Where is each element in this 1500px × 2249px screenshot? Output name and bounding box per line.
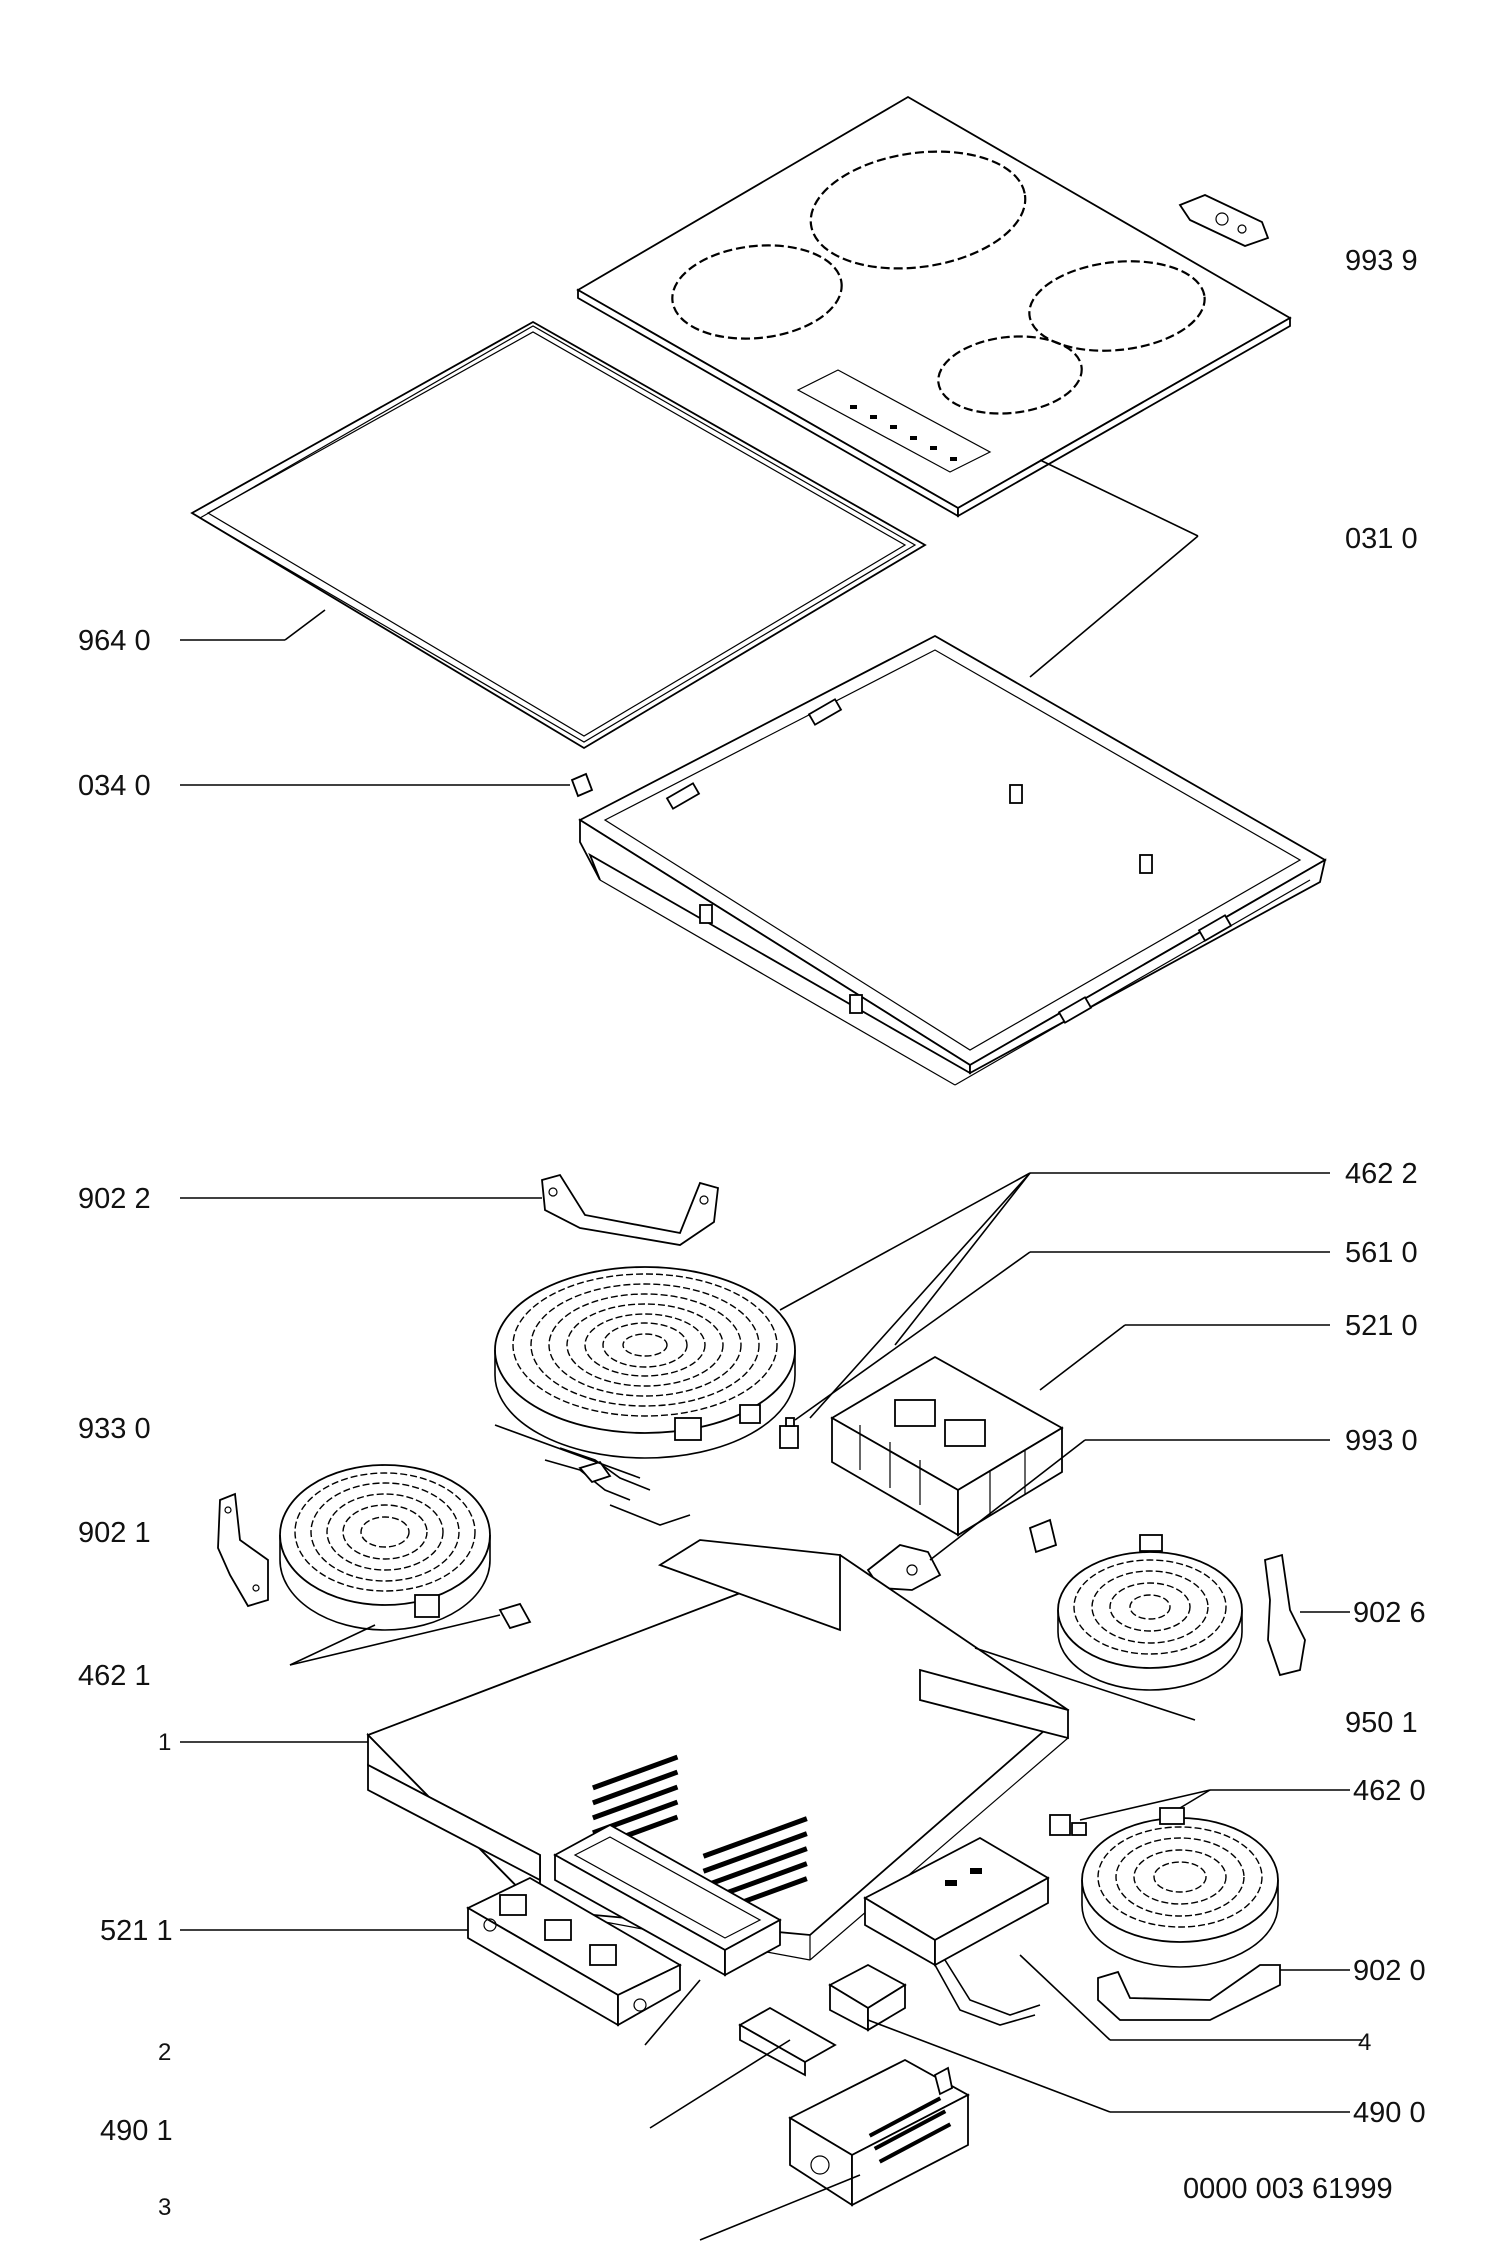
label-4: 4 [1358, 2029, 1371, 2056]
connector-561-0 [779, 1417, 799, 1449]
connector-490-0 [828, 1963, 907, 2032]
label-902-6: 902 6 [1353, 1597, 1426, 1629]
label-902-0: 902 0 [1353, 1955, 1426, 1987]
bracket-902-6 [1028, 1518, 1306, 1677]
label-2: 2 [158, 2039, 171, 2066]
heating-element-right [1057, 1534, 1243, 1691]
hinge-part [1178, 194, 1270, 247]
label-1: 1 [158, 1729, 171, 1756]
metal-frame [570, 634, 1327, 1086]
terminal-block-521-1 [466, 1876, 682, 2027]
label-031-0: 031 0 [1345, 523, 1418, 555]
heating-element-left [279, 1464, 532, 1631]
terminal-block-521-0 [830, 1355, 1064, 1537]
label-462-2: 462 2 [1345, 1158, 1418, 1190]
heating-element-bottom-right [1081, 1807, 1279, 1968]
label-462-1: 462 1 [78, 1660, 151, 1692]
bracket-902-0 [1097, 1964, 1281, 2021]
label-561-0: 561 0 [1345, 1237, 1418, 1269]
connector-462-0 [1049, 1814, 1087, 1836]
bracket-902-2 [541, 1173, 719, 1246]
label-462-0: 462 0 [1353, 1775, 1426, 1807]
label-993-0: 993 0 [1345, 1425, 1418, 1457]
clip-933-0 [544, 1447, 691, 1526]
leader-lines [180, 459, 1362, 2241]
label-933-0: 933 0 [78, 1413, 151, 1445]
label-490-1: 490 1 [100, 2115, 173, 2147]
label-950-1: 950 1 [1345, 1707, 1418, 1739]
base-tray [366, 1539, 1070, 1961]
label-902-1: 902 1 [78, 1517, 151, 1549]
label-993-9: 993 9 [1345, 245, 1418, 277]
cover-box-3 [788, 2058, 970, 2207]
seal-frame [190, 320, 927, 750]
control-panel-markings [850, 405, 957, 461]
label-034-0: 034 0 [78, 770, 151, 802]
label-521-0: 521 0 [1345, 1310, 1418, 1342]
control-module-4 [863, 1836, 1050, 2026]
heating-element-large [494, 1266, 796, 1459]
glass-cooktop [576, 95, 1292, 518]
drawing-code: 0000 003 61999 [1183, 2173, 1393, 2205]
channel-part-2 [553, 1823, 782, 1977]
bracket-490-1 [738, 2006, 837, 2077]
part-labels: 993 9 031 0 964 0 034 0 902 2 462 2 561 … [78, 245, 1426, 2221]
label-902-2: 902 2 [78, 1183, 151, 1215]
label-521-1: 521 1 [100, 1915, 173, 1947]
bracket-902-1 [217, 1492, 269, 1608]
label-490-0: 490 0 [1353, 2097, 1426, 2129]
label-3: 3 [158, 2194, 171, 2221]
label-964-0: 964 0 [78, 625, 151, 657]
